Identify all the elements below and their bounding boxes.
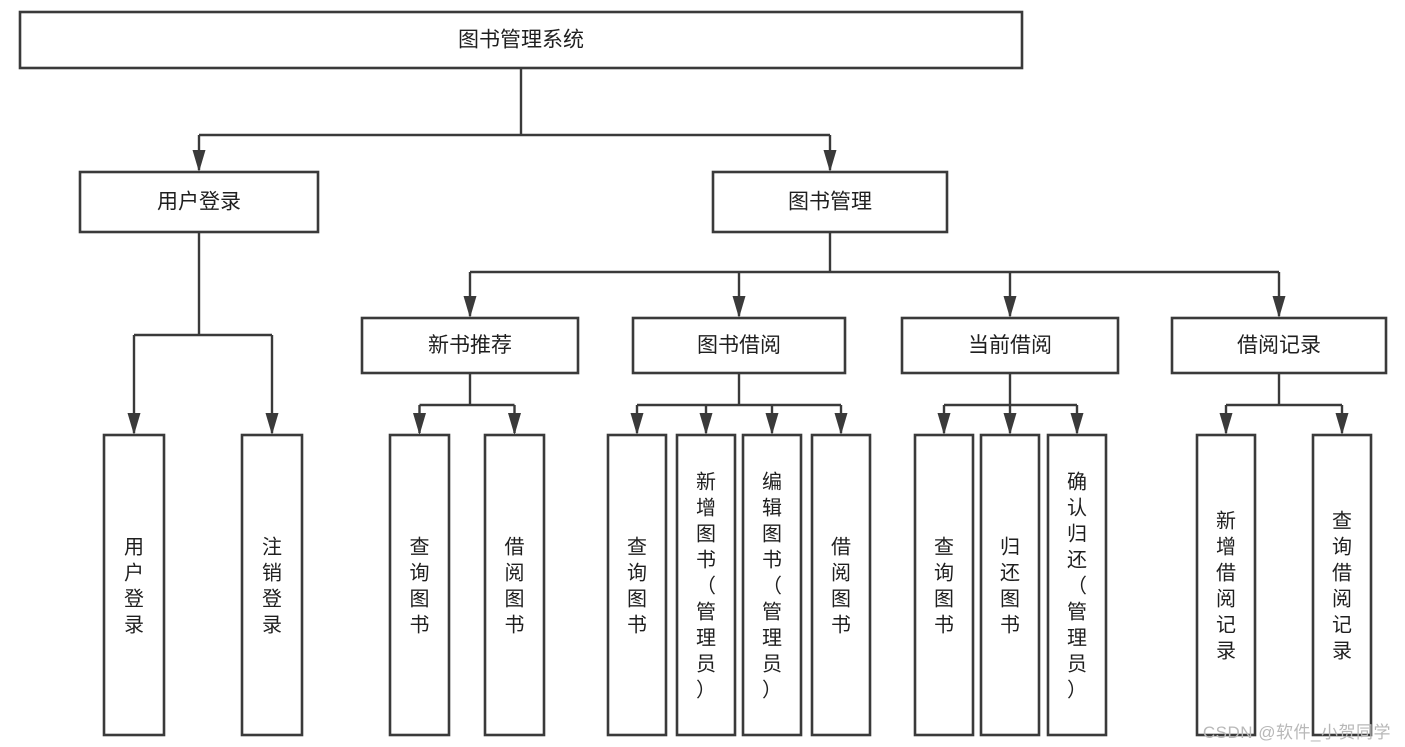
node-label: 借阅图书: [505, 535, 525, 636]
node-box: [711, 170, 949, 234]
node-label: 查询图书: [934, 535, 954, 636]
node-label: 借阅记录: [1237, 334, 1321, 357]
node-box: [1311, 433, 1373, 737]
node-box: [741, 433, 803, 737]
node-label: 查询借阅记录: [1332, 509, 1352, 662]
node-label: 当前借阅: [968, 334, 1052, 357]
arrow-head-icon: [127, 413, 141, 435]
node-label: 图书借阅: [697, 334, 781, 357]
arrow-head-icon: [732, 296, 746, 318]
node-label: 用户登录: [157, 191, 241, 214]
node-box: [810, 433, 872, 737]
leaf-leaf-edit-book-admin[interactable]: 编辑图书（管理员）: [741, 433, 803, 737]
arrow-head-icon: [834, 413, 848, 435]
node-box: [102, 433, 166, 737]
leaf-leaf-query-borrow-record[interactable]: 查询借阅记录: [1311, 433, 1373, 737]
node-label: 图书管理: [788, 191, 872, 214]
leaf-leaf-query-book-rec[interactable]: 查询图书: [388, 433, 451, 737]
arrow-head-icon: [508, 413, 521, 435]
leaf-leaf-add-book-admin[interactable]: 新增图书（管理员）: [675, 433, 737, 737]
node-label: 借阅图书: [831, 535, 851, 636]
node-box: [78, 170, 320, 234]
leaf-leaf-confirm-return-admin[interactable]: 确认归还（管理员）: [1046, 433, 1108, 737]
node-box: [900, 316, 1120, 375]
node-label: 归还图书: [1000, 535, 1020, 636]
leaf-leaf-user-login[interactable]: 用户登录: [102, 433, 166, 737]
node-new-book-recommend[interactable]: 新书推荐: [360, 316, 580, 375]
arrow-head-icon: [265, 413, 279, 435]
node-box: [240, 433, 304, 737]
node-box: [483, 433, 546, 737]
node-label: 编辑图书（管理员）: [762, 470, 782, 701]
node-box: [675, 433, 737, 737]
arrow-head-icon: [630, 413, 644, 435]
nodes-layer: 图书管理系统用户登录图书管理新书推荐图书借阅当前借阅借阅记录用户登录注销登录查询…: [18, 10, 1388, 737]
arrow-head-icon: [192, 150, 206, 172]
node-box: [1046, 433, 1108, 737]
arrow-head-icon: [937, 413, 951, 435]
arrow-head-icon: [1003, 296, 1017, 318]
arrow-head-icon: [1335, 413, 1349, 435]
arrow-head-icon: [765, 413, 779, 435]
node-user-login[interactable]: 用户登录: [78, 170, 320, 234]
leaf-leaf-borrow-book[interactable]: 借阅图书: [810, 433, 872, 737]
connectors-layer: [127, 68, 1349, 435]
leaf-leaf-user-logout[interactable]: 注销登录: [240, 433, 304, 737]
node-box: [18, 10, 1024, 70]
node-current-borrow[interactable]: 当前借阅: [900, 316, 1120, 375]
arrow-head-icon: [1272, 296, 1286, 318]
leaf-leaf-return-book[interactable]: 归还图书: [979, 433, 1041, 737]
node-label: 新增图书（管理员）: [696, 470, 716, 701]
node-label: 确认归还（管理员）: [1067, 470, 1087, 701]
arrow-head-icon: [823, 150, 837, 172]
node-label: 用户登录: [124, 536, 144, 636]
node-label: 新书推荐: [428, 334, 512, 357]
node-box: [388, 433, 451, 737]
node-label: 注销登录: [262, 535, 282, 636]
leaf-leaf-query-book-current[interactable]: 查询图书: [913, 433, 975, 737]
node-box: [913, 433, 975, 737]
node-box: [606, 433, 668, 737]
node-label: 图书管理系统: [458, 29, 584, 52]
arrow-head-icon: [1219, 413, 1233, 435]
arrow-head-icon: [699, 413, 713, 435]
leaf-leaf-borrow-book-rec[interactable]: 借阅图书: [483, 433, 546, 737]
arrow-head-icon: [1003, 413, 1017, 435]
arrow-head-icon: [1070, 413, 1084, 435]
node-root-system[interactable]: 图书管理系统: [18, 10, 1024, 70]
node-box: [360, 316, 580, 375]
csdn-watermark: CSDN @软件_小贺同学: [1202, 723, 1391, 742]
node-box: [1170, 316, 1388, 375]
node-box: [631, 316, 847, 375]
leaf-leaf-add-borrow-record[interactable]: 新增借阅记录: [1195, 433, 1257, 737]
arrow-head-icon: [413, 413, 426, 435]
node-label: 查询图书: [410, 535, 430, 636]
node-book-manage[interactable]: 图书管理: [711, 170, 949, 234]
node-box: [1195, 433, 1257, 737]
node-borrow-record[interactable]: 借阅记录: [1170, 316, 1388, 375]
node-label: 查询图书: [627, 535, 647, 636]
node-label: 新增借阅记录: [1216, 509, 1236, 662]
arrow-head-icon: [463, 296, 477, 318]
node-box: [979, 433, 1041, 737]
node-book-borrow[interactable]: 图书借阅: [631, 316, 847, 375]
leaf-leaf-query-book-borrow[interactable]: 查询图书: [606, 433, 668, 737]
